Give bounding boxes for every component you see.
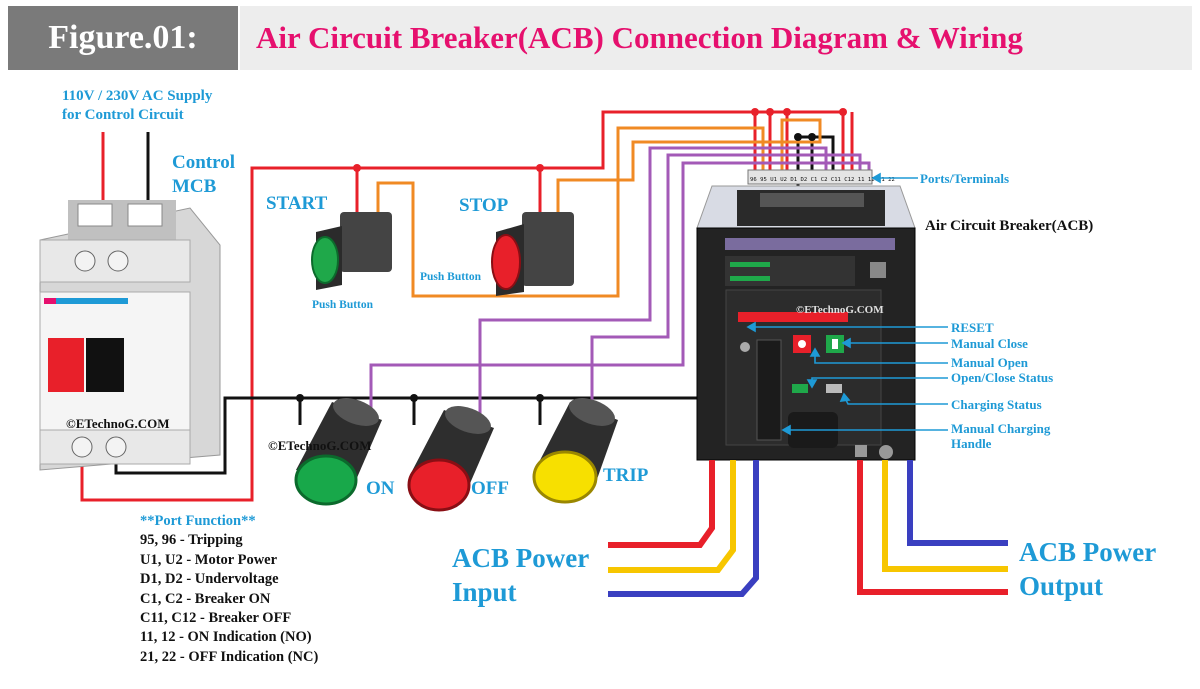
port-function-item: C11, C12 - Breaker OFF [140, 610, 292, 627]
acb-charging-handle [756, 339, 782, 441]
terminal-text: 96 95 U1 U2 D1 D2 C1 C2 C11 C12 11 12 21… [750, 177, 895, 183]
purple-off-wire [478, 146, 828, 430]
air-circuit-breaker: 96 95 U1 U2 D1 D2 C1 C2 C11 C12 11 12 21… [696, 169, 916, 461]
supply-label-line1: 110V / 230V AC Supply [62, 88, 213, 104]
port-function-item: 21, 22 - OFF Indication (NC) [140, 648, 319, 665]
port-function-item: U1, U2 - Motor Power [140, 551, 278, 568]
port-function-legend: **Port Function** 95, 96 - Tripping U1, … [140, 512, 318, 667]
mcb-bottom-screw-2 [105, 436, 127, 458]
acb-charging-status [826, 384, 842, 393]
trip-indicator-lamp [532, 398, 618, 504]
port-function-item: 95, 96 - Tripping [140, 532, 243, 549]
mcb-label-line2: MCB [172, 176, 217, 197]
input-red-cable [608, 460, 715, 548]
callout-manual-close: Manual Close [951, 336, 1028, 351]
power-input-label-line1: ACB Power [452, 543, 590, 573]
trip-lamp-label: TRIP [603, 465, 649, 486]
port-function-title: **Port Function** [140, 513, 256, 529]
output-red-cable [857, 460, 1008, 595]
callout-charging-status: Charging Status [951, 397, 1042, 412]
page-title: Air Circuit Breaker(ACB) Connection Diag… [240, 6, 1192, 70]
mcb-top-screw-2 [107, 250, 129, 272]
off-lamp-label: OFF [471, 478, 509, 499]
mcb-watermark: ©ETechnoG.COM [66, 416, 170, 431]
on-indicator-lamp [294, 398, 382, 506]
callout-manual-charging-2: Handle [951, 436, 992, 451]
ports-terminals-label: Ports/Terminals [920, 171, 1010, 186]
terminal-strip [747, 169, 873, 185]
callout-manual-charging-1: Manual Charging [951, 421, 1051, 436]
output-blue-cable [907, 460, 1008, 546]
acb-watermark: ©ETechnoG.COM [796, 304, 884, 316]
mcb-black-toggle [86, 338, 124, 392]
callout-manual-open: Manual Open [951, 355, 1028, 370]
port-function-item: C1, C2 - Breaker ON [140, 590, 271, 607]
mcb-red-toggle [48, 338, 84, 392]
input-yellow-cable [608, 460, 736, 573]
orange-start-wire [376, 126, 765, 298]
stop-label: STOP [459, 195, 509, 216]
control-mcb [39, 200, 221, 471]
callout-reset: RESET [951, 320, 994, 335]
mcb-label-line1: Control [172, 152, 235, 173]
acb-title: Air Circuit Breaker(ACB) [925, 218, 1094, 234]
acb-status-indicator [792, 384, 808, 393]
purple-on-wire [369, 161, 871, 422]
purple-trip-wire [590, 153, 862, 425]
figure-label: Figure.01: [8, 6, 238, 70]
junction-dots [296, 108, 847, 402]
output-yellow-cable [882, 460, 1008, 572]
input-blue-cable [608, 460, 759, 597]
power-input-label-line2: Input [452, 577, 517, 607]
red-main-wire [80, 110, 845, 502]
callout-open-close-status: Open/Close Status [951, 370, 1054, 385]
supply-label-line2: for Control Circuit [62, 107, 184, 123]
orange-stop-wire [556, 118, 822, 212]
acb-reset-bar [738, 312, 848, 322]
power-output-label-line2: Output [1019, 571, 1104, 601]
stop-push-button-caption: Push Button [420, 271, 482, 283]
start-label: START [266, 193, 328, 214]
stop-push-button [491, 212, 574, 296]
lamps-watermark: ©ETechnoG.COM [268, 438, 372, 453]
mcb-top-screw-1 [74, 250, 96, 272]
power-output-label-line1: ACB Power [1019, 537, 1157, 567]
on-lamp-label: ON [366, 478, 395, 499]
port-function-item: 11, 12 - ON Indication (NO) [140, 629, 312, 646]
port-function-item: D1, D2 - Undervoltage [140, 571, 279, 588]
start-push-button-caption: Push Button [312, 299, 374, 311]
callout-arrows [746, 172, 948, 436]
start-push-button [311, 212, 392, 290]
mcb-bottom-screw-1 [71, 436, 93, 458]
power-cables [608, 460, 1008, 597]
off-indicator-lamp [407, 406, 494, 512]
